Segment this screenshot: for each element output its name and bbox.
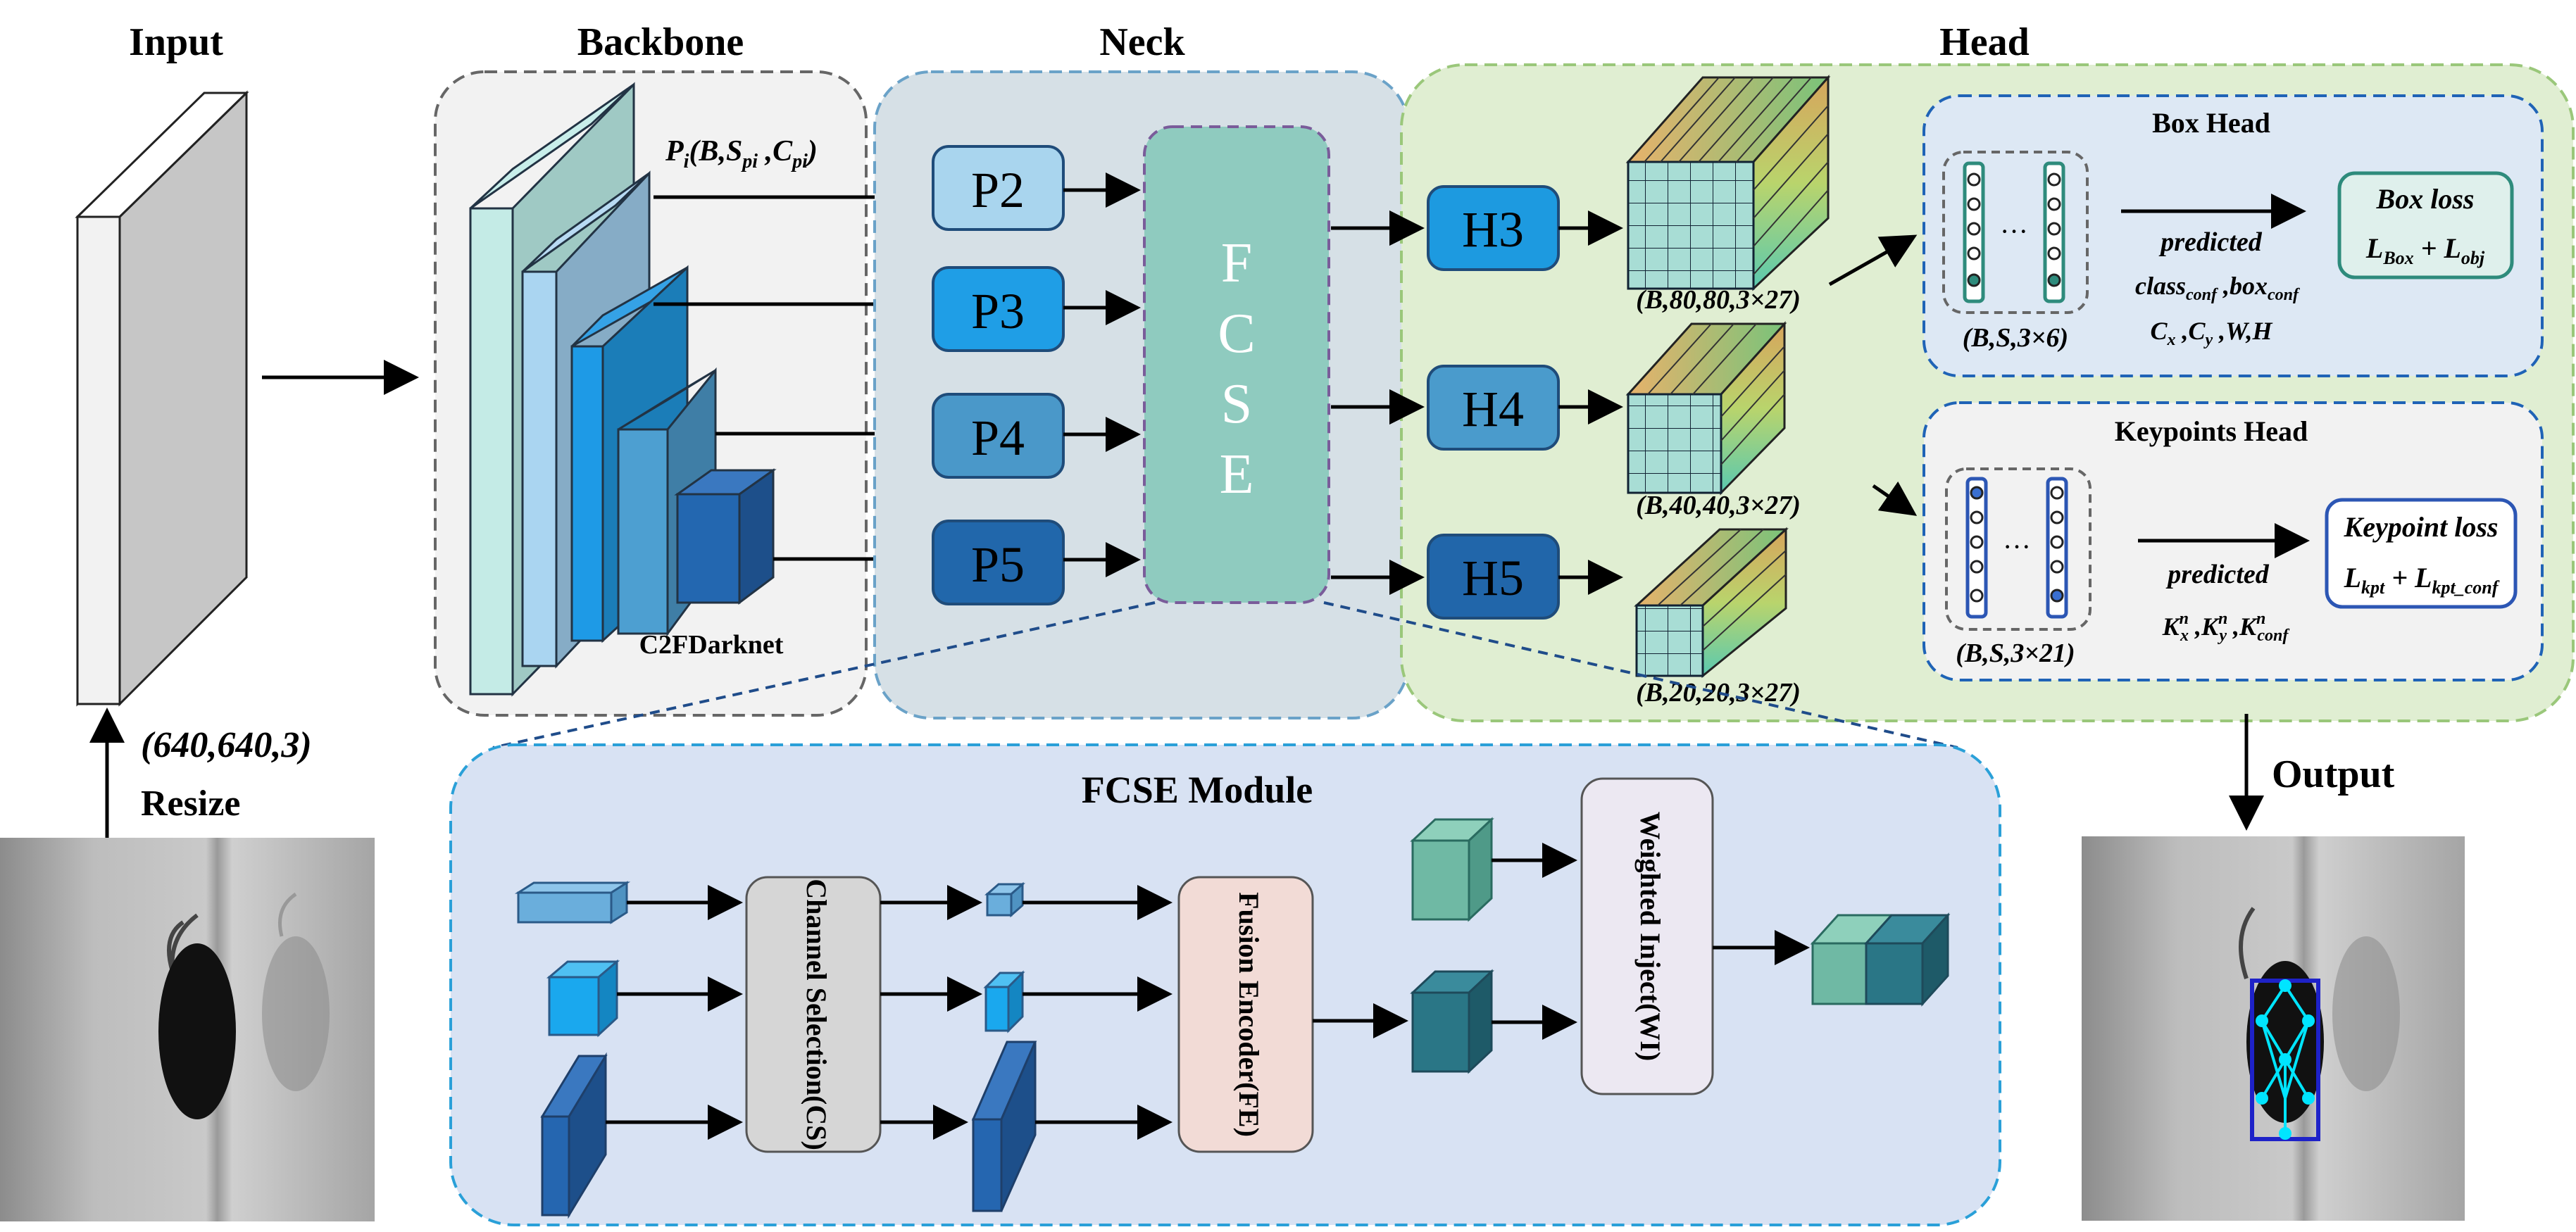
- svg-text:···: ···: [2003, 531, 2031, 562]
- box-head-vectors: ···: [1942, 151, 2089, 314]
- keypoints-head-vectors: ···: [1945, 467, 2092, 631]
- fcse-block: [1143, 125, 1330, 604]
- keypoint-loss-box: [2325, 498, 2518, 609]
- output-title: Output: [2272, 753, 2395, 796]
- fcse-letter-f: F: [1221, 232, 1253, 294]
- input-mouse-image: [0, 838, 375, 1221]
- p2-box: [932, 145, 1065, 231]
- dim-label-40: (B,40,40,3×27): [1636, 491, 1801, 520]
- p5-box: [932, 520, 1065, 605]
- output-mouse-image: [2082, 836, 2465, 1221]
- keypoints-head-shape: (B,S,3×21): [1956, 639, 2075, 668]
- box-head-title: Box Head: [2152, 107, 2270, 139]
- to-keypoints-head-arrow: [1872, 481, 1918, 516]
- grid-tensor-40: [1625, 321, 1787, 496]
- keypoint-loss-formula: Lkpt + Lkpt_conf: [2344, 562, 2500, 598]
- backbone-title: Backbone: [577, 20, 744, 64]
- keypoint-loss-title: Keypoint loss: [2344, 511, 2499, 543]
- fe-label: Fusion Encoder(FE): [1233, 892, 1265, 1137]
- fcse-letter-s: S: [1221, 373, 1253, 435]
- wi-label: Weighted Inject(WI): [1634, 812, 1666, 1061]
- keypoints-head-title: Keypoints Head: [2115, 415, 2308, 447]
- keypoints-head-predicted: predicted: [2165, 560, 2270, 589]
- zoom-line-right: [1323, 601, 1958, 749]
- fcse-module-title: FCSE Module: [1082, 769, 1313, 811]
- grid-tensor-20: [1634, 527, 1789, 679]
- backbone-name: C2FDarknet: [639, 630, 784, 660]
- dim-label-80: (B,80,80,3×27): [1636, 285, 1801, 315]
- svg-text:···: ···: [2000, 215, 2028, 247]
- fcse-letter-e: E: [1220, 444, 1254, 505]
- p5-label: P5: [971, 536, 1025, 593]
- svg-text:Pi(B,Spi ,Cpi): Pi(B,Spi ,Cpi): [665, 135, 818, 172]
- h3-label: H3: [1462, 201, 1524, 258]
- fcse-selected-blocks: [971, 881, 1037, 1212]
- h5-label: H5: [1462, 550, 1524, 606]
- zoom-line-left: [492, 601, 1156, 749]
- keypoint-markers: [2256, 979, 2315, 1140]
- backbone-feature-label: Pi(B,Spi ,Cpi): [665, 135, 818, 172]
- fcse-output-cube: [1810, 912, 1951, 1007]
- box-head-line1: classconf ,boxconf: [2135, 272, 2300, 304]
- backbone-layers: [469, 82, 777, 697]
- resize-label: Resize: [141, 784, 240, 824]
- p4-label: P4: [971, 410, 1025, 466]
- dim-label-20: (B,20,20,3×27): [1636, 678, 1801, 708]
- fcse-teal-cube-top: [1410, 817, 1494, 922]
- p3-label: P3: [971, 283, 1025, 339]
- cs-label: Channel Selection(CS): [801, 879, 832, 1150]
- box-head-panel: [1922, 94, 2544, 377]
- fe-block: [1177, 876, 1314, 1153]
- input-size: (640,640,3): [141, 725, 312, 765]
- cs-block: [745, 876, 882, 1153]
- box-head-predicted: predicted: [2158, 227, 2263, 257]
- fcse-input-blocks: [514, 881, 631, 1219]
- head-title: Head: [1939, 20, 2030, 64]
- fcse-teal-cube-bottom: [1410, 969, 1494, 1074]
- wi-block: [1580, 777, 1714, 1095]
- box-loss-title: Box loss: [2376, 183, 2475, 215]
- p2-label: P2: [971, 162, 1025, 218]
- box-head-shape: (B,S,3×6): [1963, 323, 2068, 353]
- box-head-line2: Cx ,Cy ,W,H: [2150, 317, 2272, 349]
- h4-label: H4: [1462, 381, 1524, 437]
- input-tensor: [75, 90, 249, 707]
- grid-tensor-80: [1625, 75, 1831, 291]
- box-loss-formula: LBox + Lobj: [2365, 232, 2485, 268]
- input-title: Input: [129, 20, 223, 64]
- neck-title: Neck: [1099, 20, 1185, 64]
- fcse-letter-c: C: [1218, 303, 1255, 365]
- to-box-head-arrow: [1828, 234, 1918, 287]
- box-loss-box: [2337, 171, 2514, 279]
